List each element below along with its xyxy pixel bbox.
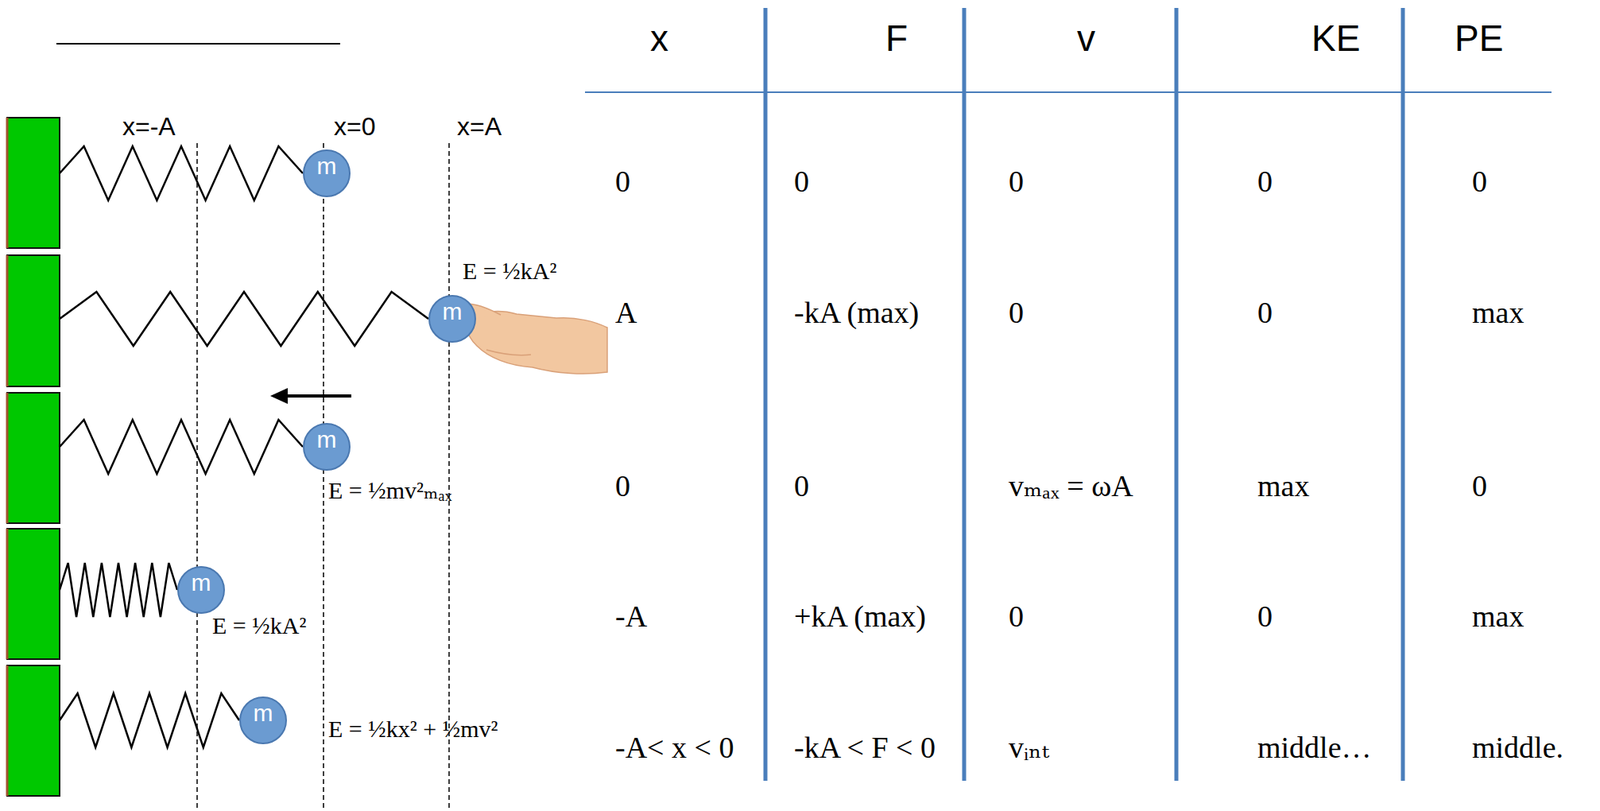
table-header: v [1076,18,1096,59]
position-label: x=A [457,112,502,141]
table-cell: +kA (max) [794,600,926,634]
table-cell: middle… [1257,731,1372,765]
table-cell: vₘₐₓ = ωA [1008,469,1134,504]
mass-circle: m [177,565,225,614]
position-label: x=0 [333,112,376,141]
table-cell: max [1472,600,1524,634]
title-line [56,42,341,45]
table-header: KE [1311,18,1360,59]
table-cell: 0 [1257,600,1273,634]
wall-edges [6,117,9,796]
table-cell: 0 [615,469,631,504]
table-cell: 0 [794,469,810,504]
table-cell: -A [615,600,647,634]
table-cell: 0 [1472,165,1488,199]
mass-circle: m [428,294,477,343]
mass-label: m [191,570,212,595]
mass-label: m [317,427,338,452]
table-cell: 0 [1008,296,1024,330]
wall-blocks [7,117,60,796]
table-cell: 0 [1472,469,1488,504]
energy-equation: E = ½mv²ₘₐₓ [328,476,452,504]
table-cell: middle. [1472,731,1564,765]
table-cell: 0 [794,165,810,199]
hand [457,303,608,374]
table-cell: vᵢₙₜ [1008,731,1050,765]
motion-arrow [270,387,352,404]
mass-circle: m [302,149,351,198]
energy-equation: E = ½kA² [212,612,307,639]
table-header: PE [1454,18,1504,59]
table-cell: -A< x < 0 [615,731,734,765]
position-label: x=-A [122,112,176,141]
energy-equation: E = ½kA² [462,257,557,284]
table-cell: -kA (max) [794,296,919,330]
spring-coil [59,693,240,748]
table-cell: 0 [1257,165,1273,199]
table-cell: max [1472,296,1524,330]
table-cell: A [615,296,637,330]
spring-coil [59,146,303,201]
spring-coil [59,562,178,617]
springs [59,146,429,748]
mass-circle: m [302,422,351,471]
table-cell: max [1257,469,1310,504]
spring-coil [59,291,429,346]
table-cell: 0 [1008,165,1024,199]
mass-label: m [253,701,274,725]
table-cell: 0 [1008,600,1024,634]
table-cell: 0 [1257,296,1273,330]
table-lines [584,7,1552,781]
table-header: F [885,18,908,59]
table-cell: 0 [615,165,631,199]
mass-label: m [317,154,338,179]
table-cell: -kA < F < 0 [794,731,936,765]
table-header: x [650,18,669,59]
energy-equation: E = ½kx² + ½mv² [328,715,499,742]
spring-coil [59,419,303,474]
mass-label: m [442,299,463,324]
mass-circle: m [239,696,287,744]
